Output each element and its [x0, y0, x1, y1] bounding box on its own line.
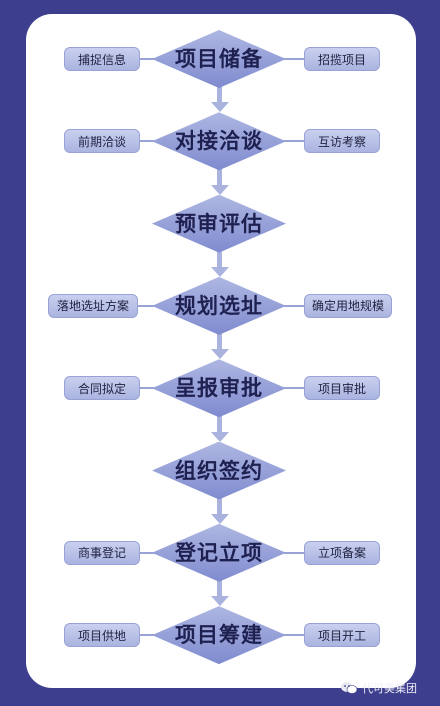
connector-arrow [211, 431, 229, 442]
connector-horizontal [140, 634, 156, 637]
side-box-left: 商事登记 [64, 540, 140, 565]
side-box-right: 确定用地规模 [304, 293, 392, 318]
step-label: 对接洽谈 [175, 129, 263, 154]
connector-arrow [211, 102, 229, 113]
step-label: 项目储备 [175, 47, 263, 71]
step-label: 预审评估 [175, 211, 263, 236]
side-box-left: 捕捉信息 [64, 47, 140, 71]
connector-horizontal [282, 387, 304, 390]
side-box-left: 合同拟定 [64, 376, 140, 401]
side-box-right: 互访考察 [304, 129, 380, 154]
connector-horizontal [140, 58, 156, 60]
connector-line [217, 332, 222, 352]
step-label: 呈报审批 [175, 376, 263, 401]
connector-horizontal [282, 304, 304, 307]
connector-horizontal [138, 304, 156, 307]
connector-arrow [211, 513, 229, 524]
wechat-icon [341, 682, 358, 694]
connector-arrow [211, 184, 229, 195]
connector-horizontal [140, 140, 156, 143]
connector-line [217, 250, 222, 269]
connector-line [217, 579, 222, 599]
side-box-right: 项目开工 [304, 623, 380, 648]
connector-arrow [211, 596, 229, 607]
step-label: 登记立项 [175, 540, 263, 565]
side-box-right: 立项备案 [304, 540, 380, 565]
connector-line [217, 415, 222, 434]
side-box-right: 项目审批 [304, 376, 380, 401]
connector-horizontal [140, 387, 156, 390]
connector-horizontal [282, 634, 304, 637]
connector-arrow [211, 349, 229, 360]
connector-line [217, 497, 222, 516]
connector-horizontal [282, 551, 304, 554]
step-label: 规划选址 [175, 293, 263, 318]
step-label: 项目筹建 [175, 623, 263, 648]
side-box-left: 落地选址方案 [48, 293, 138, 318]
side-box-right: 招揽项目 [304, 47, 380, 71]
side-box-left: 前期洽谈 [64, 129, 140, 154]
connector-line [217, 168, 222, 187]
connector-line [217, 86, 222, 105]
connector-horizontal [140, 551, 156, 554]
watermark: 代可美集团 [340, 680, 417, 696]
step-label: 组织签约 [175, 458, 263, 483]
side-box-left: 项目供地 [64, 623, 140, 648]
connector-horizontal [282, 140, 304, 143]
connector-arrow [211, 266, 229, 277]
connector-horizontal [282, 58, 304, 60]
watermark-text: 代可美集团 [362, 682, 417, 695]
